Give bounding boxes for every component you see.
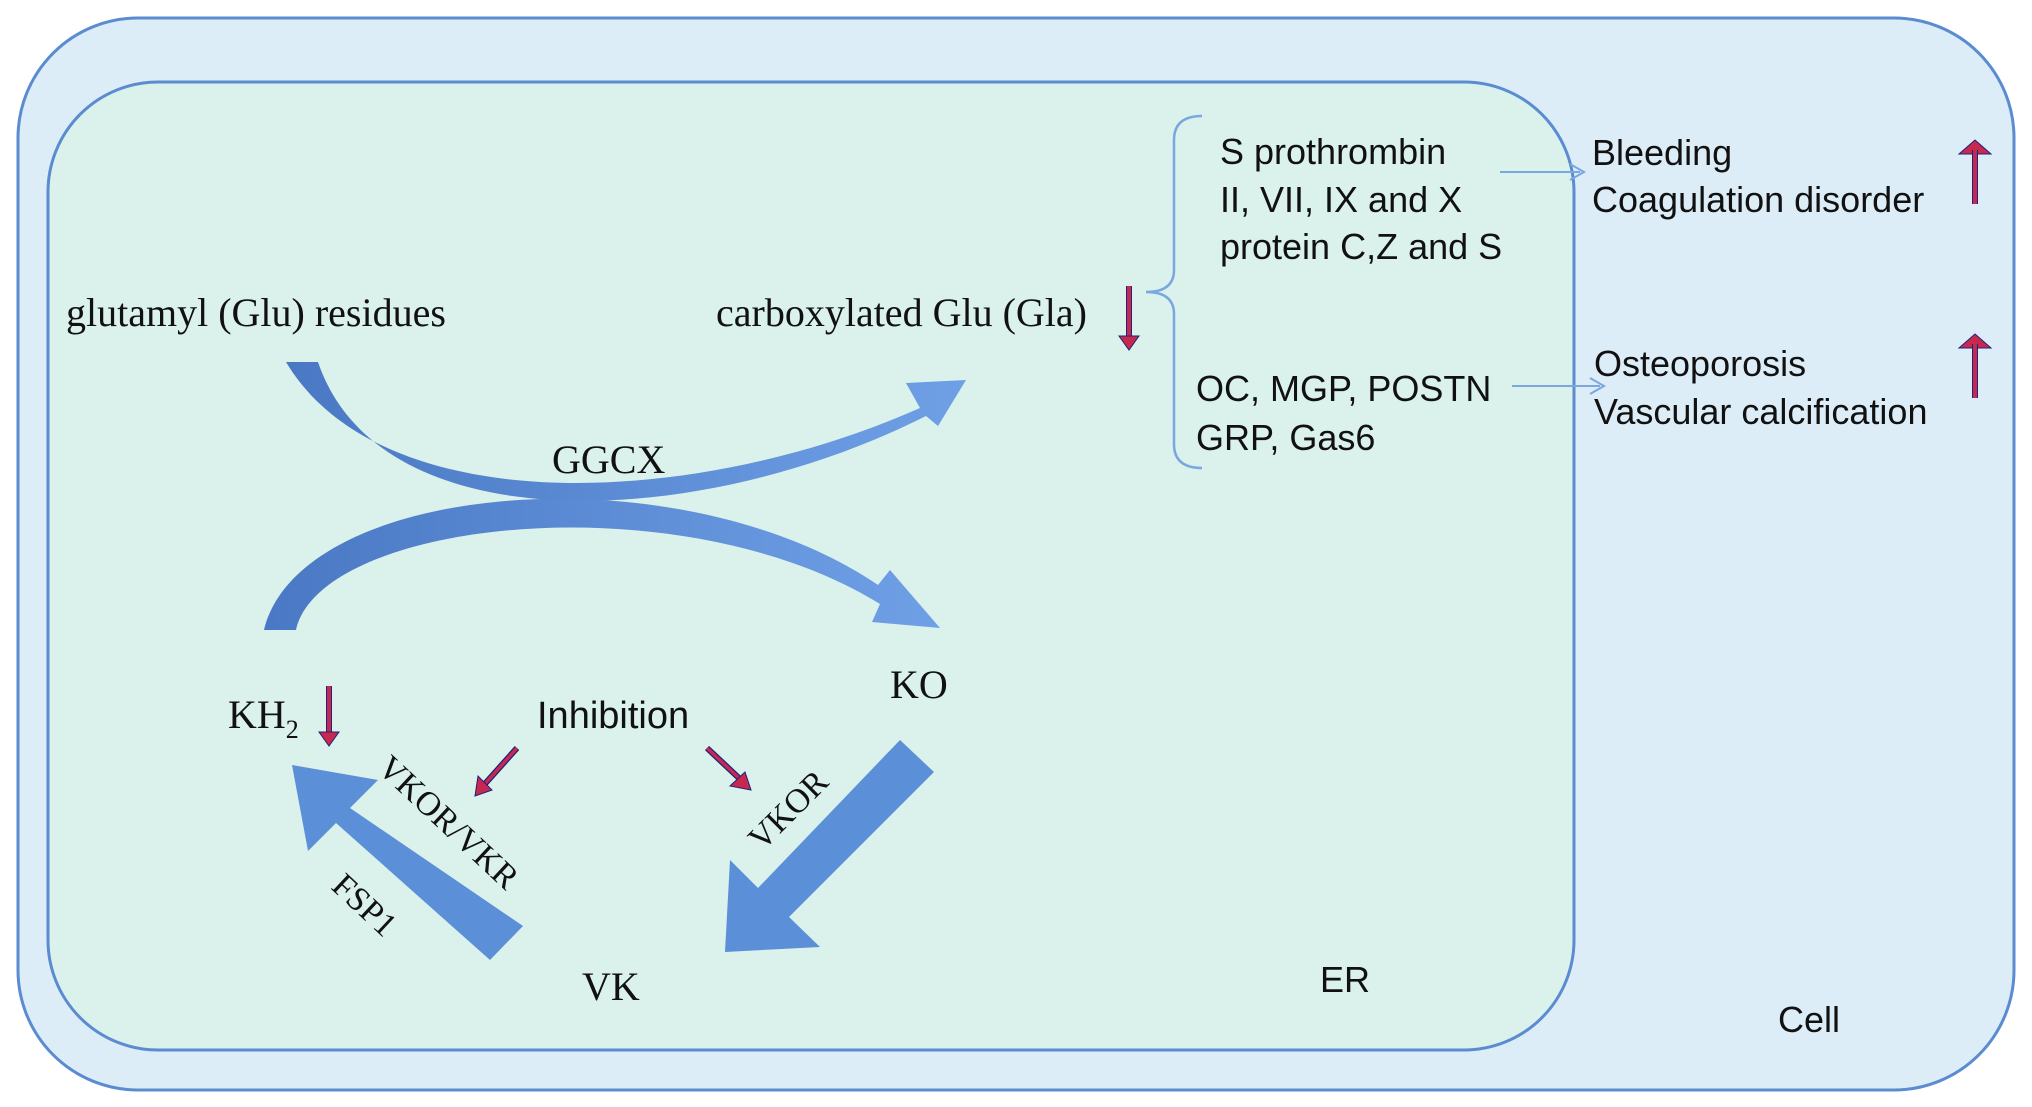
gla-decrease-arrow (1118, 286, 1140, 351)
ggcx-label: GGCX (552, 437, 665, 482)
vk-label: VK (582, 964, 640, 1009)
coag-outcome-2: Coagulation disorder (1592, 179, 1924, 220)
inhibition-arrow-right (704, 745, 752, 791)
er-label: ER (1320, 959, 1370, 1000)
gla-label: carboxylated Glu (Gla) (716, 290, 1087, 335)
protein-bracket (1145, 114, 1203, 470)
bone-protein-1: OC, MGP, POSTN (1196, 368, 1491, 409)
ko-to-vk-arrow (725, 740, 934, 952)
coag-protein-2: II, VII, IX and X (1220, 179, 1462, 220)
ko-label: KO (890, 662, 948, 707)
bone-outcome-2: Vascular calcification (1594, 391, 1927, 432)
glu-to-gla-curved-arrow (286, 362, 966, 501)
kh2-base: KH (228, 692, 286, 737)
inhibition-label: Inhibition (537, 695, 689, 737)
coagulation-increase-arrow (1957, 139, 1993, 204)
kh2-subscript: 2 (286, 715, 299, 744)
coag-outcome-1: Bleeding (1592, 132, 1732, 173)
bone-outcome-1: Osteoporosis (1594, 343, 1806, 384)
bone-protein-2: GRP, Gas6 (1196, 417, 1375, 458)
kh2-label: KH2 (228, 692, 299, 744)
coag-outcome-arrow (1500, 163, 1587, 181)
bone-increase-arrow (1957, 333, 1993, 398)
glu-label: glutamyl (Glu) residues (66, 290, 446, 335)
coag-protein-1: S prothrombin (1220, 131, 1446, 172)
coag-protein-3: protein C,Z and S (1220, 226, 1502, 267)
bone-outcome-arrow (1512, 377, 1607, 395)
inhibition-arrow-left (474, 745, 520, 797)
kh2-decrease-arrow (318, 686, 340, 747)
vk-to-kh2-arrow (292, 765, 523, 960)
kh2-to-ko-curved-arrow (264, 498, 940, 630)
cell-label: Cell (1778, 999, 1840, 1040)
